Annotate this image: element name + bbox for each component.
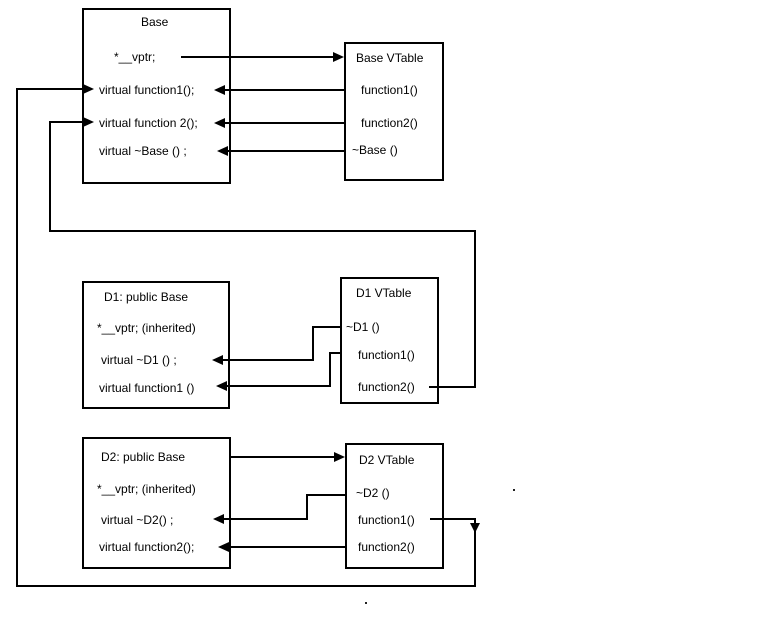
box-row: function2(): [357, 379, 416, 395]
box-title: Base VTable: [355, 50, 425, 66]
box-row: function1(): [357, 512, 416, 528]
box-title: D2 VTable: [358, 452, 416, 468]
box-row: virtual function 2();: [98, 115, 199, 131]
arrowhead-icon: [218, 542, 229, 552]
box-row: virtual function2();: [98, 539, 196, 555]
box-row: virtual ~Base () ;: [98, 143, 188, 159]
line-segment: [313, 326, 342, 328]
arrowhead-icon: [216, 381, 227, 391]
box-row: virtual ~D1 () ;: [100, 352, 178, 368]
arrowhead-icon: [83, 84, 94, 94]
box-title: D1 VTable: [355, 285, 413, 301]
d2-vtable-box: D2 VTable ~D2 () function1() function2(): [345, 443, 444, 569]
line-segment: [330, 352, 342, 354]
line-segment: [16, 585, 476, 587]
arrowhead-icon: [334, 452, 345, 462]
box-row: *__vptr; (inherited): [96, 320, 197, 336]
line-segment: [429, 386, 476, 388]
base-vtable-box: Base VTable function1() function2() ~Bas…: [344, 42, 444, 181]
stray-dot: [513, 489, 515, 491]
arrowhead-icon: [212, 355, 223, 365]
line-segment: [225, 89, 344, 91]
box-row: function1(): [357, 347, 416, 363]
arrowhead-icon: [217, 146, 228, 156]
box-row: virtual function1();: [98, 82, 196, 98]
arrowhead-icon: [83, 117, 94, 127]
stray-dot: [365, 602, 367, 604]
d1-class-box: D1: public Base *__vptr; (inherited) vir…: [82, 281, 230, 409]
arrowhead-icon: [214, 118, 225, 128]
arrowhead-icon: [333, 52, 344, 62]
line-segment: [225, 122, 344, 124]
line-segment: [474, 230, 476, 388]
line-segment: [49, 230, 476, 232]
line-segment: [307, 494, 345, 496]
box-row: function2(): [357, 539, 416, 555]
box-row: function2(): [360, 115, 419, 131]
box-row: ~Base (): [351, 142, 399, 158]
line-segment: [231, 456, 334, 458]
line-segment: [306, 494, 308, 520]
line-segment: [16, 89, 18, 587]
line-segment: [181, 56, 334, 58]
box-row: *__vptr; (inherited): [96, 481, 197, 497]
arrowhead-icon: [214, 85, 225, 95]
box-row: ~D1 (): [345, 319, 381, 335]
line-segment: [228, 150, 345, 152]
line-segment: [49, 121, 85, 123]
arrowhead-icon: [213, 514, 224, 524]
arrowhead-icon: [470, 523, 480, 533]
line-segment: [16, 88, 84, 90]
line-segment: [224, 518, 308, 520]
box-row: function1(): [360, 82, 419, 98]
box-row: virtual function1 (): [98, 380, 196, 396]
d1-vtable-box: D1 VTable ~D1 () function1() function2(): [340, 277, 439, 404]
line-segment: [430, 518, 476, 520]
base-class-box: Base *__vptr; virtual function1(); virtu…: [82, 8, 231, 184]
box-title: D2: public Base: [100, 449, 187, 465]
box-title: D1: public Base: [103, 289, 190, 305]
line-segment: [312, 326, 314, 361]
box-row: virtual ~D2() ;: [100, 512, 175, 528]
line-segment: [229, 546, 345, 548]
d2-class-box: D2: public Base *__vptr; (inherited) vir…: [82, 437, 231, 569]
box-title: Base: [140, 14, 170, 30]
line-segment: [227, 385, 331, 387]
line-segment: [474, 518, 476, 587]
box-row: *__vptr;: [113, 49, 157, 65]
line-segment: [49, 122, 51, 232]
line-segment: [329, 352, 331, 387]
line-segment: [223, 359, 314, 361]
box-row: ~D2 (): [355, 485, 391, 501]
